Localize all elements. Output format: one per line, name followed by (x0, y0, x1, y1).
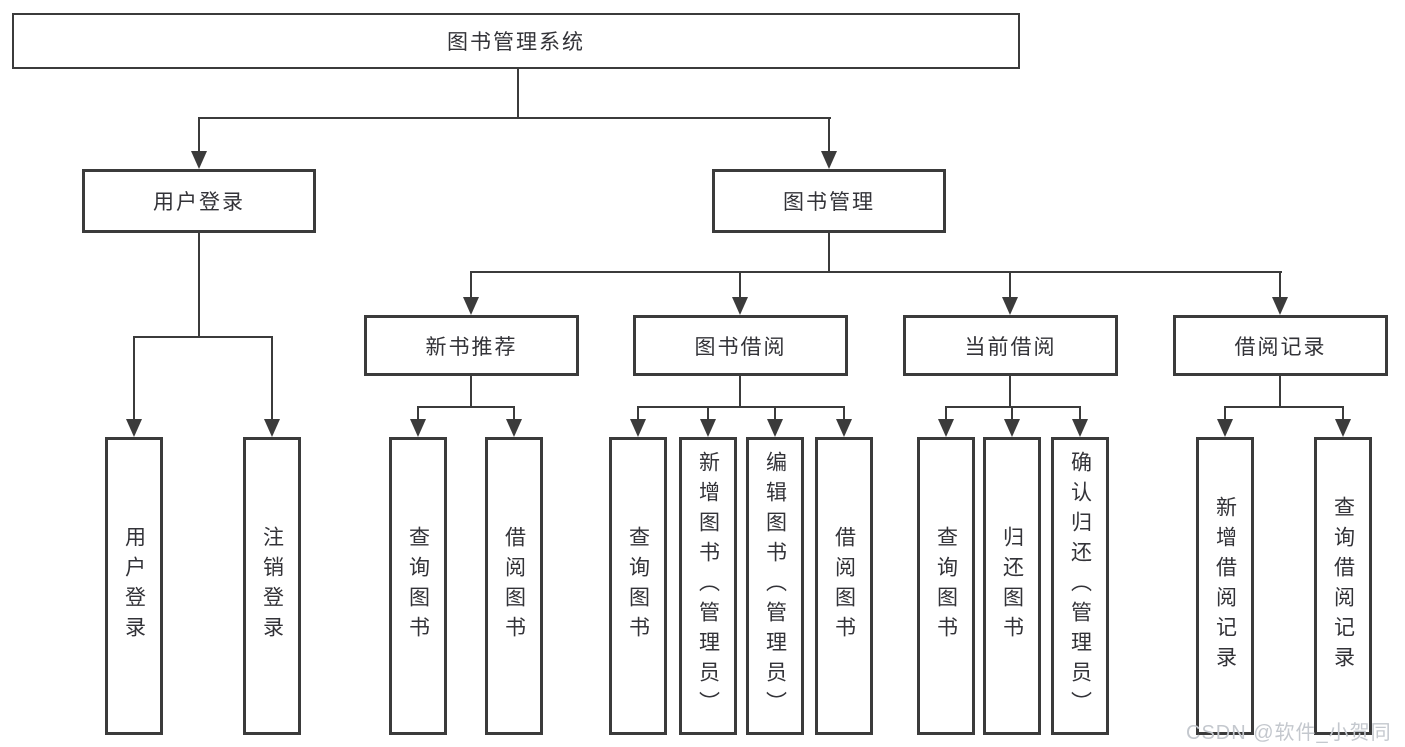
connector (271, 336, 273, 420)
node-leaf-borrow-books-recommend: 借阅图书 (485, 437, 543, 735)
arrow-down-icon (1004, 419, 1020, 437)
node-book-borrowing: 图书借阅 (633, 315, 848, 376)
connector (198, 117, 200, 152)
node-leaf-edit-book-admin: 编辑图书（管理员） (746, 437, 804, 735)
connector (945, 406, 1081, 408)
node-system-root: 图书管理系统 (12, 13, 1020, 69)
arrow-down-icon (410, 419, 426, 437)
connector (1011, 406, 1013, 420)
arrow-down-icon (1272, 297, 1288, 315)
node-new-book-recommend: 新书推荐 (364, 315, 579, 376)
node-leaf-query-books-borrowing: 查询图书 (609, 437, 667, 735)
arrow-down-icon (1335, 419, 1351, 437)
arrow-down-icon (463, 297, 479, 315)
node-user-login: 用户登录 (82, 169, 316, 233)
connector (133, 336, 135, 420)
connector (470, 271, 472, 298)
connector (470, 271, 1282, 273)
connector (513, 406, 515, 420)
connector (470, 376, 472, 407)
node-leaf-query-books-recommend: 查询图书 (389, 437, 447, 735)
connector (1342, 406, 1344, 420)
connector (517, 69, 519, 118)
node-leaf-borrow-books: 借阅图书 (815, 437, 873, 735)
arrow-down-icon (836, 419, 852, 437)
connector (133, 336, 273, 338)
node-borrow-records: 借阅记录 (1173, 315, 1388, 376)
connector (1009, 376, 1011, 407)
arrow-down-icon (191, 151, 207, 169)
connector (843, 406, 845, 420)
connector (417, 406, 515, 408)
connector (739, 271, 741, 298)
arrow-down-icon (264, 419, 280, 437)
node-leaf-add-book-admin: 新增图书（管理员） (679, 437, 737, 735)
arrow-down-icon (821, 151, 837, 169)
arrow-down-icon (126, 419, 142, 437)
node-book-management: 图书管理 (712, 169, 946, 233)
connector (774, 406, 776, 420)
connector (1224, 406, 1344, 408)
connector (1079, 406, 1081, 420)
node-leaf-query-books-current: 查询图书 (917, 437, 975, 735)
connector (1279, 271, 1281, 298)
arrow-down-icon (1072, 419, 1088, 437)
connector (1279, 376, 1281, 407)
connector (828, 117, 830, 152)
arrow-down-icon (700, 419, 716, 437)
arrow-down-icon (938, 419, 954, 437)
node-leaf-logout: 注销登录 (243, 437, 301, 735)
connector (1224, 406, 1226, 420)
connector (707, 406, 709, 420)
node-leaf-user-login: 用户登录 (105, 437, 163, 735)
connector (637, 406, 639, 420)
connector (637, 406, 845, 408)
arrow-down-icon (767, 419, 783, 437)
node-leaf-query-borrow-record: 查询借阅记录 (1314, 437, 1372, 735)
connector (198, 233, 200, 337)
arrow-down-icon (1002, 297, 1018, 315)
node-leaf-confirm-return-admin: 确认归还（管理员） (1051, 437, 1109, 735)
arrow-down-icon (732, 297, 748, 315)
connector (198, 117, 831, 119)
connector (739, 376, 741, 407)
arrow-down-icon (1217, 419, 1233, 437)
connector (417, 406, 419, 420)
connector (945, 406, 947, 420)
node-current-borrowing: 当前借阅 (903, 315, 1118, 376)
connector (1009, 271, 1011, 298)
arrow-down-icon (506, 419, 522, 437)
node-leaf-return-book: 归还图书 (983, 437, 1041, 735)
node-leaf-add-borrow-record: 新增借阅记录 (1196, 437, 1254, 735)
arrow-down-icon (630, 419, 646, 437)
connector (828, 233, 830, 272)
